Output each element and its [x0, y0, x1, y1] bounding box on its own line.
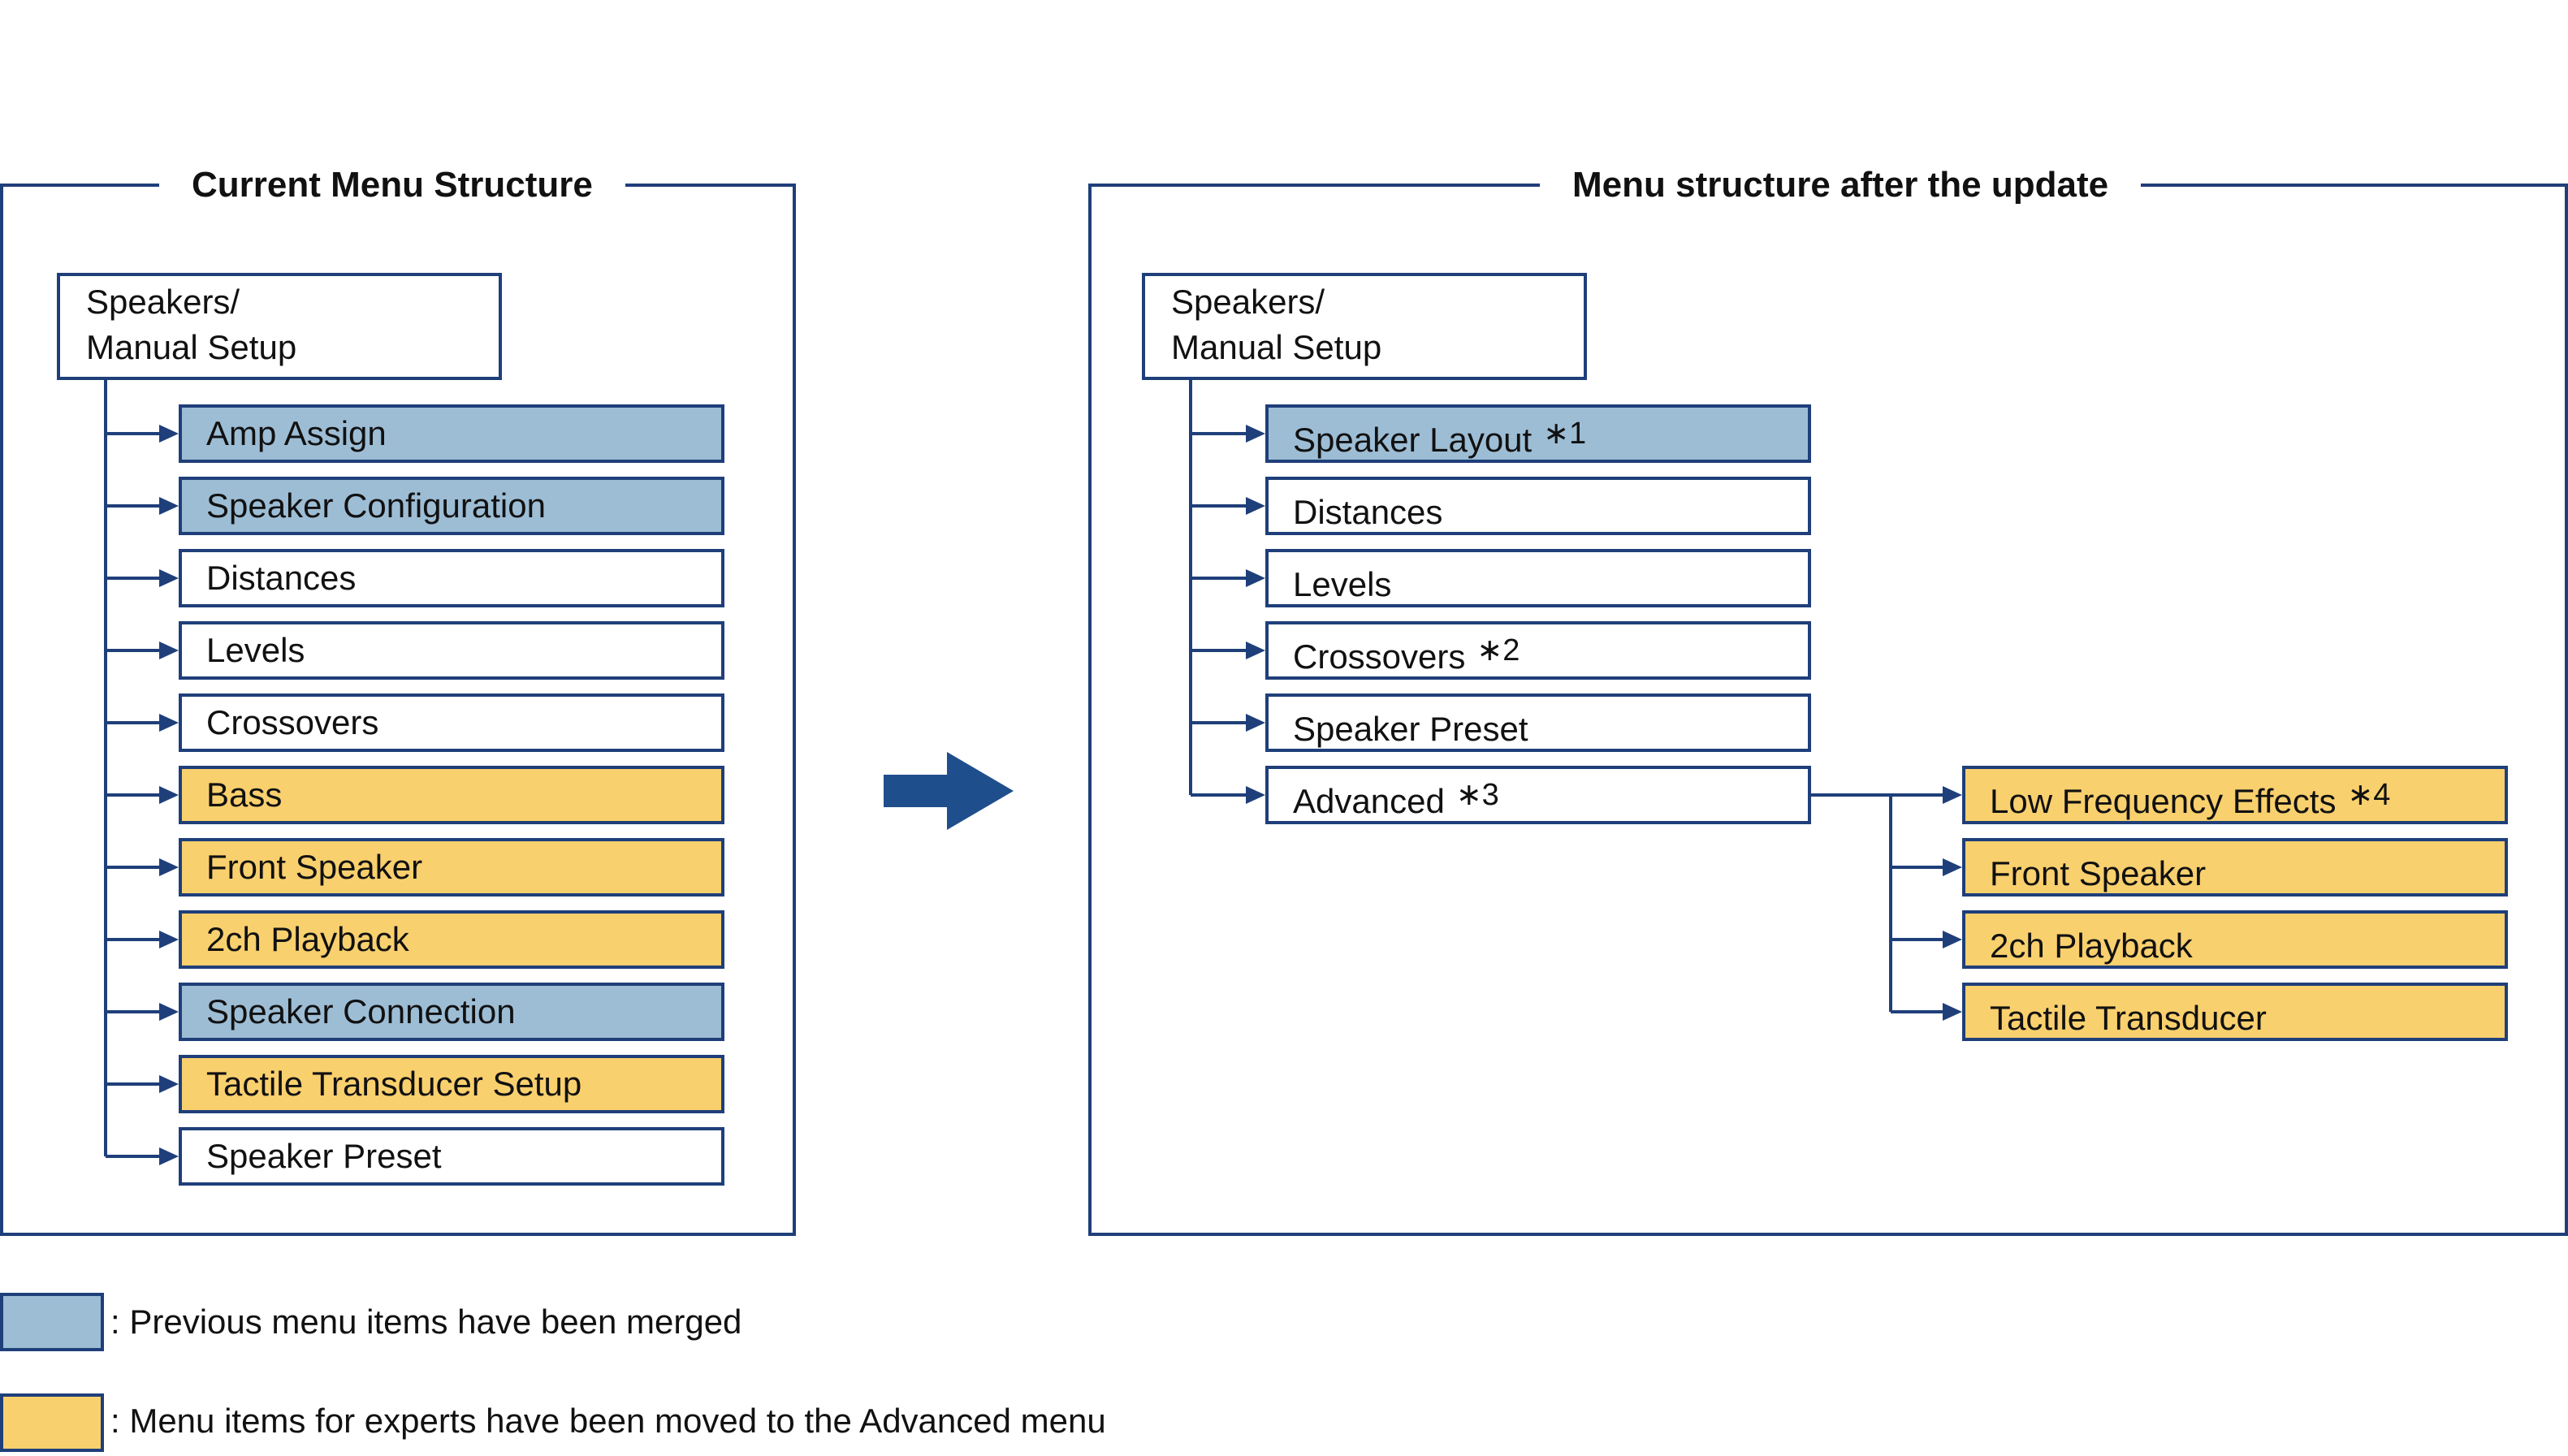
current-menu-item: Speaker Configuration	[179, 477, 724, 535]
current-menu-item: Amp Assign	[179, 404, 724, 463]
current-menu-item-label: Speaker Preset	[206, 1137, 442, 1175]
updated-menu-item: Speaker Preset	[1265, 693, 1811, 752]
updated-menu-item-label: Levels	[1293, 565, 1392, 603]
current-root-node: Speakers/ Manual Setup	[57, 273, 502, 380]
advanced-menu-item: Tactile Transducer	[1962, 983, 2508, 1041]
current-menu-item: Speaker Connection	[179, 983, 724, 1041]
advanced-menu-item: Low Frequency Effects ∗4	[1962, 766, 2508, 824]
current-menu-item-label: Bass	[206, 776, 283, 814]
updated-root-line2: Manual Setup	[1171, 328, 1382, 366]
advanced-menu-item-label: Low Frequency Effects	[1990, 782, 2337, 820]
updated-menu-item-label: Advanced	[1293, 782, 1445, 820]
current-menu-item-label: Amp Assign	[206, 414, 387, 452]
updated-menu-item-note: ∗2	[1476, 633, 1520, 668]
legend-merged-text: : Previous menu items have been merged	[110, 1303, 742, 1341]
current-menu-item-label: Front Speaker	[206, 848, 423, 886]
updated-menu-item: Distances	[1265, 477, 1811, 535]
updated-root-line1: Speakers/	[1171, 283, 1325, 321]
updated-menu-item-label: Speaker Preset	[1293, 710, 1528, 748]
current-menu-item-label: 2ch Playback	[206, 920, 409, 958]
current-menu-item-label: Tactile Transducer Setup	[206, 1065, 582, 1103]
updated-menu-item: Levels	[1265, 549, 1811, 607]
updated-menu-item: Crossovers ∗2	[1265, 621, 1811, 680]
current-menu-item: Tactile Transducer Setup	[179, 1055, 724, 1113]
updated-menu-item-label: Crossovers	[1293, 637, 1466, 676]
advanced-menu-item: 2ch Playback	[1962, 910, 2508, 969]
advanced-menu-item-note: ∗4	[2347, 778, 2391, 812]
current-menu-item-label: Speaker Configuration	[206, 486, 546, 525]
current-menu-item: Speaker Preset	[179, 1127, 724, 1186]
current-menu-item: Distances	[179, 549, 724, 607]
updated-menu-item: Advanced ∗3	[1265, 766, 1811, 824]
updated-menu-item-note: ∗1	[1543, 417, 1587, 451]
current-menu-item: Crossovers	[179, 693, 724, 752]
current-menu-title: Current Menu Structure	[159, 162, 625, 208]
current-menu-item: Front Speaker	[179, 838, 724, 896]
current-menu-item: Bass	[179, 766, 724, 824]
current-menu-item-label: Speaker Connection	[206, 992, 516, 1030]
updated-menu-item-label: Distances	[1293, 493, 1443, 531]
transition-arrow-icon	[884, 752, 1014, 830]
legend-expert-text: : Menu items for experts have been moved…	[110, 1402, 1106, 1440]
advanced-menu-item-label: 2ch Playback	[1990, 927, 2193, 965]
advanced-menu-item: Front Speaker	[1962, 838, 2508, 896]
current-menu-item-label: Levels	[206, 631, 305, 669]
advanced-menu-item-label: Front Speaker	[1990, 854, 2207, 892]
current-menu-item-label: Distances	[206, 559, 357, 597]
updated-menu-item-label: Speaker Layout	[1293, 421, 1533, 459]
current-root-line2: Manual Setup	[86, 328, 297, 366]
updated-menu-item: Speaker Layout ∗1	[1265, 404, 1811, 463]
current-menu-item: 2ch Playback	[179, 910, 724, 969]
current-menu-item-label: Crossovers	[206, 703, 379, 741]
updated-root-node: Speakers/ Manual Setup	[1142, 273, 1587, 380]
legend-expert-swatch	[0, 1393, 104, 1452]
updated-menu-item-note: ∗3	[1455, 778, 1499, 812]
current-menu-item: Levels	[179, 621, 724, 680]
advanced-menu-item-label: Tactile Transducer	[1990, 999, 2267, 1037]
current-root-line1: Speakers/	[86, 283, 240, 321]
legend-merged-swatch	[0, 1293, 104, 1351]
updated-menu-title: Menu structure after the update	[1540, 162, 2142, 208]
